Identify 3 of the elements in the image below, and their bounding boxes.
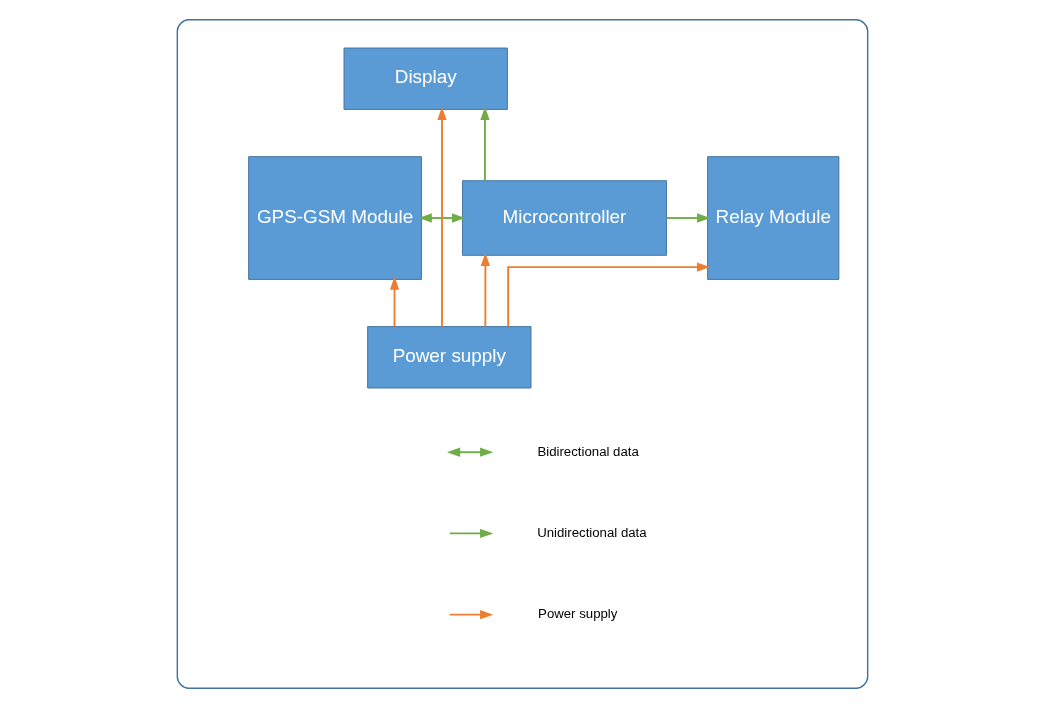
legend-label: Unidirectional data [537,524,647,540]
legend-label: Bidirectional data [537,443,639,459]
legend-label: Power supply [538,606,618,622]
